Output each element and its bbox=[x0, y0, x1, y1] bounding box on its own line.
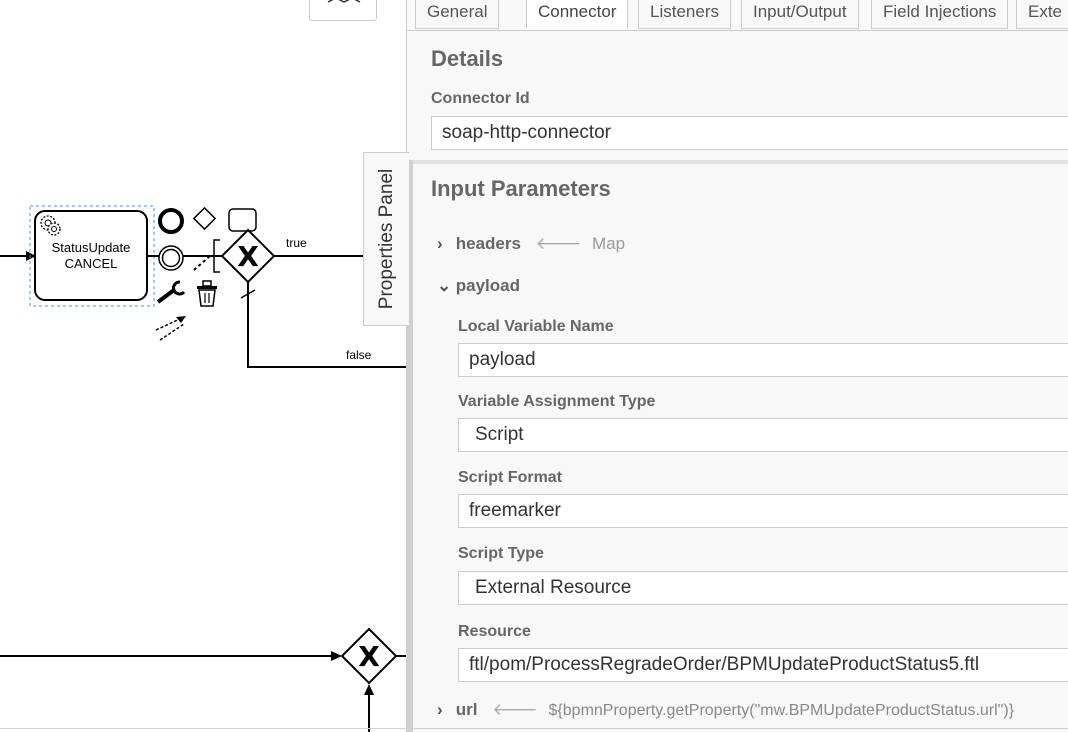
resource-input[interactable]: ftl/pom/ProcessRegradeOrder/BPMUpdatePro… bbox=[458, 648, 1068, 682]
connector-id-input[interactable]: soap-http-connector bbox=[431, 116, 1068, 150]
tab-extensions[interactable]: Exte bbox=[1016, 0, 1068, 29]
section-divider bbox=[407, 160, 1068, 164]
script-format-input[interactable]: freemarker bbox=[458, 494, 1068, 528]
append-gateway-icon[interactable] bbox=[192, 206, 217, 231]
param-payload[interactable]: ⌄ payload bbox=[437, 276, 520, 296]
chevron-down-icon[interactable]: ⌄ bbox=[437, 276, 452, 295]
local-variable-input[interactable]: payload bbox=[458, 343, 1068, 377]
local-variable-label: Local Variable Name bbox=[458, 318, 614, 335]
properties-panel: General Connector Listeners Input/Output… bbox=[406, 0, 1068, 732]
arrow-left-icon: 🡐 bbox=[535, 234, 582, 253]
diagram-svg: StatusUpdate CANCEL bbox=[0, 205, 410, 732]
input-parameters-title: Input Parameters bbox=[431, 176, 611, 201]
chevron-right-icon[interactable]: › bbox=[437, 234, 443, 253]
tab-connector[interactable]: Connector bbox=[526, 0, 629, 29]
flow-arrowhead bbox=[26, 251, 36, 261]
tab-general[interactable]: General bbox=[415, 0, 500, 29]
assignment-type-select[interactable]: Script bbox=[458, 418, 1068, 452]
map-icon bbox=[327, 0, 361, 3]
bpmn-canvas[interactable]: StatusUpdate CANCEL bbox=[0, 0, 410, 732]
param-headers[interactable]: › headers 🡐 Map bbox=[437, 234, 625, 254]
section-indent-bar bbox=[407, 160, 413, 732]
param-url-name: url bbox=[455, 700, 478, 719]
chevron-right-icon[interactable]: › bbox=[437, 700, 443, 719]
assignment-type-label: Variable Assignment Type bbox=[458, 393, 656, 410]
window-bottom-border bbox=[0, 728, 1068, 729]
param-payload-name: payload bbox=[455, 276, 520, 295]
default-flow-marker bbox=[240, 289, 256, 299]
lower-exclusive-gateway[interactable]: X bbox=[340, 627, 398, 685]
tab-listeners[interactable]: Listeners bbox=[638, 0, 731, 29]
script-type-select[interactable]: External Resource bbox=[458, 571, 1068, 605]
gateway-marker: X bbox=[237, 240, 259, 273]
arrow-left-icon: 🡐 bbox=[492, 700, 538, 719]
param-url-value: ${bpmnProperty.getProperty("mw.BPMUpdate… bbox=[548, 702, 1015, 719]
script-type-label: Script Type bbox=[458, 545, 544, 562]
connect-arrow-icon[interactable] bbox=[155, 316, 186, 341]
param-headers-name: headers bbox=[455, 234, 521, 253]
minimap-toggle-button[interactable] bbox=[309, 0, 377, 21]
script-format-label: Script Format bbox=[458, 469, 563, 486]
exclusive-gateway[interactable]: X bbox=[220, 228, 276, 284]
tab-input-output[interactable]: Input/Output bbox=[741, 0, 859, 29]
append-intermediate-event-icon[interactable] bbox=[158, 245, 184, 271]
trash-icon[interactable] bbox=[197, 280, 217, 307]
tab-field-injections[interactable]: Field Injections bbox=[871, 0, 1009, 29]
false-flow-label: false bbox=[346, 348, 372, 362]
details-title: Details bbox=[431, 46, 504, 71]
resource-label: Resource bbox=[458, 623, 531, 640]
text-annotation-icon[interactable] bbox=[193, 239, 220, 273]
param-headers-type: Map bbox=[592, 234, 626, 253]
flow-arrowhead bbox=[364, 684, 374, 695]
properties-panel-toggle-label: Properties Panel bbox=[375, 168, 397, 310]
panel-tabs: General Connector Listeners Input/Output… bbox=[407, 0, 1068, 31]
param-url[interactable]: › url 🡐 ${bpmnProperty.getProperty("mw.B… bbox=[437, 700, 1014, 720]
gateway-marker: X bbox=[358, 640, 380, 673]
gear-icon bbox=[40, 215, 61, 236]
wrench-icon[interactable] bbox=[156, 280, 186, 304]
connector-id-label: Connector Id bbox=[431, 90, 530, 107]
task-label-line1: StatusUpdate bbox=[52, 240, 131, 255]
append-end-event-icon[interactable] bbox=[158, 208, 184, 234]
flow-arrowhead bbox=[331, 651, 342, 661]
properties-panel-toggle[interactable]: Properties Panel bbox=[363, 152, 409, 326]
append-task-icon[interactable] bbox=[228, 208, 257, 232]
task-label-line2: CANCEL bbox=[65, 256, 118, 271]
false-sequence-flow[interactable] bbox=[247, 282, 410, 368]
true-flow-label: true bbox=[286, 236, 307, 250]
